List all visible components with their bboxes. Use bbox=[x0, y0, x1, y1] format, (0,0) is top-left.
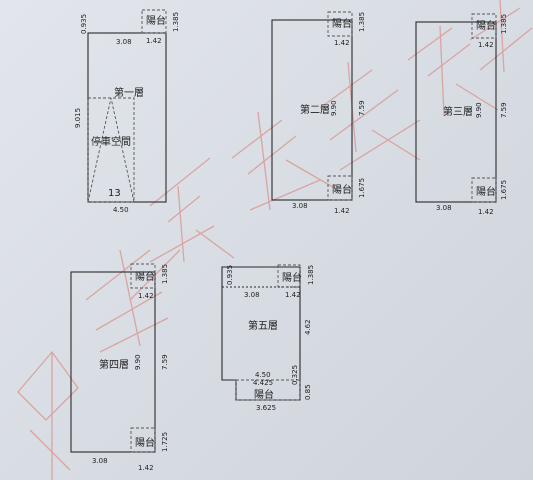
floor-4-width-dim: 3.08 bbox=[92, 457, 108, 465]
floor-3-depth-a-dim: 9.90 bbox=[475, 102, 483, 118]
floor-2-plan bbox=[271, 11, 353, 201]
floor-2-width-dim: 3.08 bbox=[292, 202, 308, 210]
floor-1-balcony-width-dim: 1.42 bbox=[146, 37, 162, 45]
floor-2-outline bbox=[271, 19, 353, 201]
floor-4-balcony-bottom bbox=[130, 427, 156, 453]
floor-4-outline bbox=[70, 271, 156, 453]
floor-3-balcony-bottom-width-dim: 1.42 bbox=[478, 208, 494, 216]
floor-1-width-dim: 4.50 bbox=[113, 206, 129, 214]
floor-1-top-dim: 0.935 bbox=[80, 14, 88, 34]
floor-3-balcony-top-width-dim: 1.42 bbox=[478, 41, 494, 49]
floor-3-width-dim: 3.08 bbox=[436, 204, 452, 212]
floor-2-bottom-height-dim: 1.675 bbox=[358, 178, 366, 198]
floor-3-plan bbox=[415, 13, 497, 203]
floor-5-balcony-bottom bbox=[235, 379, 301, 401]
floor-1-balcony-height-dim: 1.385 bbox=[172, 12, 180, 32]
floor-5-plan bbox=[221, 264, 301, 401]
parking-space-label: 停車空間 bbox=[91, 135, 131, 148]
floor-5-top-height-dim: 1.385 bbox=[307, 265, 315, 285]
floor-3-bottom-height-dim: 1.675 bbox=[500, 180, 508, 200]
floor-1-plan bbox=[87, 9, 167, 203]
floor-2-depth-a-dim: 9.90 bbox=[330, 100, 338, 116]
floor-5-bottom-width-dim: 3.625 bbox=[256, 404, 276, 412]
floor-4-name: 第四層 bbox=[99, 358, 129, 371]
floor-4-depth-b-dim: 7.59 bbox=[161, 354, 169, 370]
floor-1-upper-width-dim: 3.08 bbox=[116, 38, 132, 46]
floor-1-balcony-label: 陽台 bbox=[146, 14, 166, 27]
floor-5-top-left-dim: 0.935 bbox=[226, 265, 234, 285]
floor-3-balcony-top bbox=[471, 13, 497, 39]
floor-4-balcony-top-width-dim: 1.42 bbox=[138, 292, 154, 300]
floor-4-balcony-top bbox=[130, 263, 156, 289]
floor-2-balcony-bottom-label: 陽台 bbox=[332, 183, 352, 196]
floor-2-balcony-top-label: 陽台 bbox=[332, 17, 352, 30]
floor-2-balcony-top-width-dim: 1.42 bbox=[334, 39, 350, 47]
floor-5-085-dim: 0.85 bbox=[304, 384, 312, 400]
floor-4-plan bbox=[70, 263, 156, 453]
parking-space-outline bbox=[87, 97, 135, 203]
floor-3-outline bbox=[415, 21, 497, 203]
parking-space-diagonals bbox=[87, 97, 135, 203]
floor-2-top-height-dim: 1.385 bbox=[358, 12, 366, 32]
floor-2-depth-b-dim: 7.59 bbox=[358, 100, 366, 116]
floor-5-width-dim: 3.08 bbox=[244, 291, 260, 299]
floor-1-name: 第一層 bbox=[114, 86, 144, 99]
floor-3-balcony-bottom-label: 陽台 bbox=[476, 185, 496, 198]
floor-1-outline bbox=[87, 32, 167, 203]
floor-2-balcony-top bbox=[327, 11, 353, 37]
floor-2-balcony-bottom bbox=[327, 175, 353, 201]
watermark bbox=[17, 0, 533, 480]
floor-2-name: 第二層 bbox=[300, 103, 330, 116]
floor-4-top-height-dim: 1.385 bbox=[161, 264, 169, 284]
floor-5-balcony-top-label: 陽台 bbox=[282, 271, 302, 284]
floor-4-balcony-bottom-width-dim: 1.42 bbox=[138, 464, 154, 472]
floor-3-name: 第三層 bbox=[443, 105, 473, 118]
floor-5-width-450-dim: 4.50 bbox=[255, 371, 271, 379]
floor-5-balcony-top bbox=[277, 264, 301, 288]
floor-5-balcony-bottom-label: 陽台 bbox=[254, 388, 274, 401]
floor-1-depth-dim: 9.015 bbox=[74, 108, 82, 128]
floor-5-name: 第五層 bbox=[248, 319, 278, 332]
floor-5-0325-dim: 0.325 bbox=[291, 365, 299, 385]
floor-4-bottom-height-dim: 1.725 bbox=[161, 432, 169, 452]
floor-3-depth-b-dim: 7.59 bbox=[500, 102, 508, 118]
floor-5-balcony-width-dim: 1.42 bbox=[285, 291, 301, 299]
floor-5-depth-dim: 4.62 bbox=[304, 319, 312, 335]
floor-4-balcony-bottom-label: 陽台 bbox=[135, 436, 155, 449]
floor-3-balcony-bottom bbox=[471, 177, 497, 203]
floor-5-width-4425-dim: 4.425 bbox=[253, 379, 273, 387]
floor-4-depth-a-dim: 9.90 bbox=[134, 354, 142, 370]
floor-3-top-height-dim: 1.385 bbox=[500, 14, 508, 34]
floor-4-balcony-top-label: 陽台 bbox=[135, 270, 155, 283]
parking-space-number: 13 bbox=[108, 188, 121, 199]
floor-1-balcony bbox=[141, 9, 167, 34]
floor-2-balcony-bottom-width-dim: 1.42 bbox=[334, 207, 350, 215]
floor-3-balcony-top-label: 陽台 bbox=[476, 19, 496, 32]
